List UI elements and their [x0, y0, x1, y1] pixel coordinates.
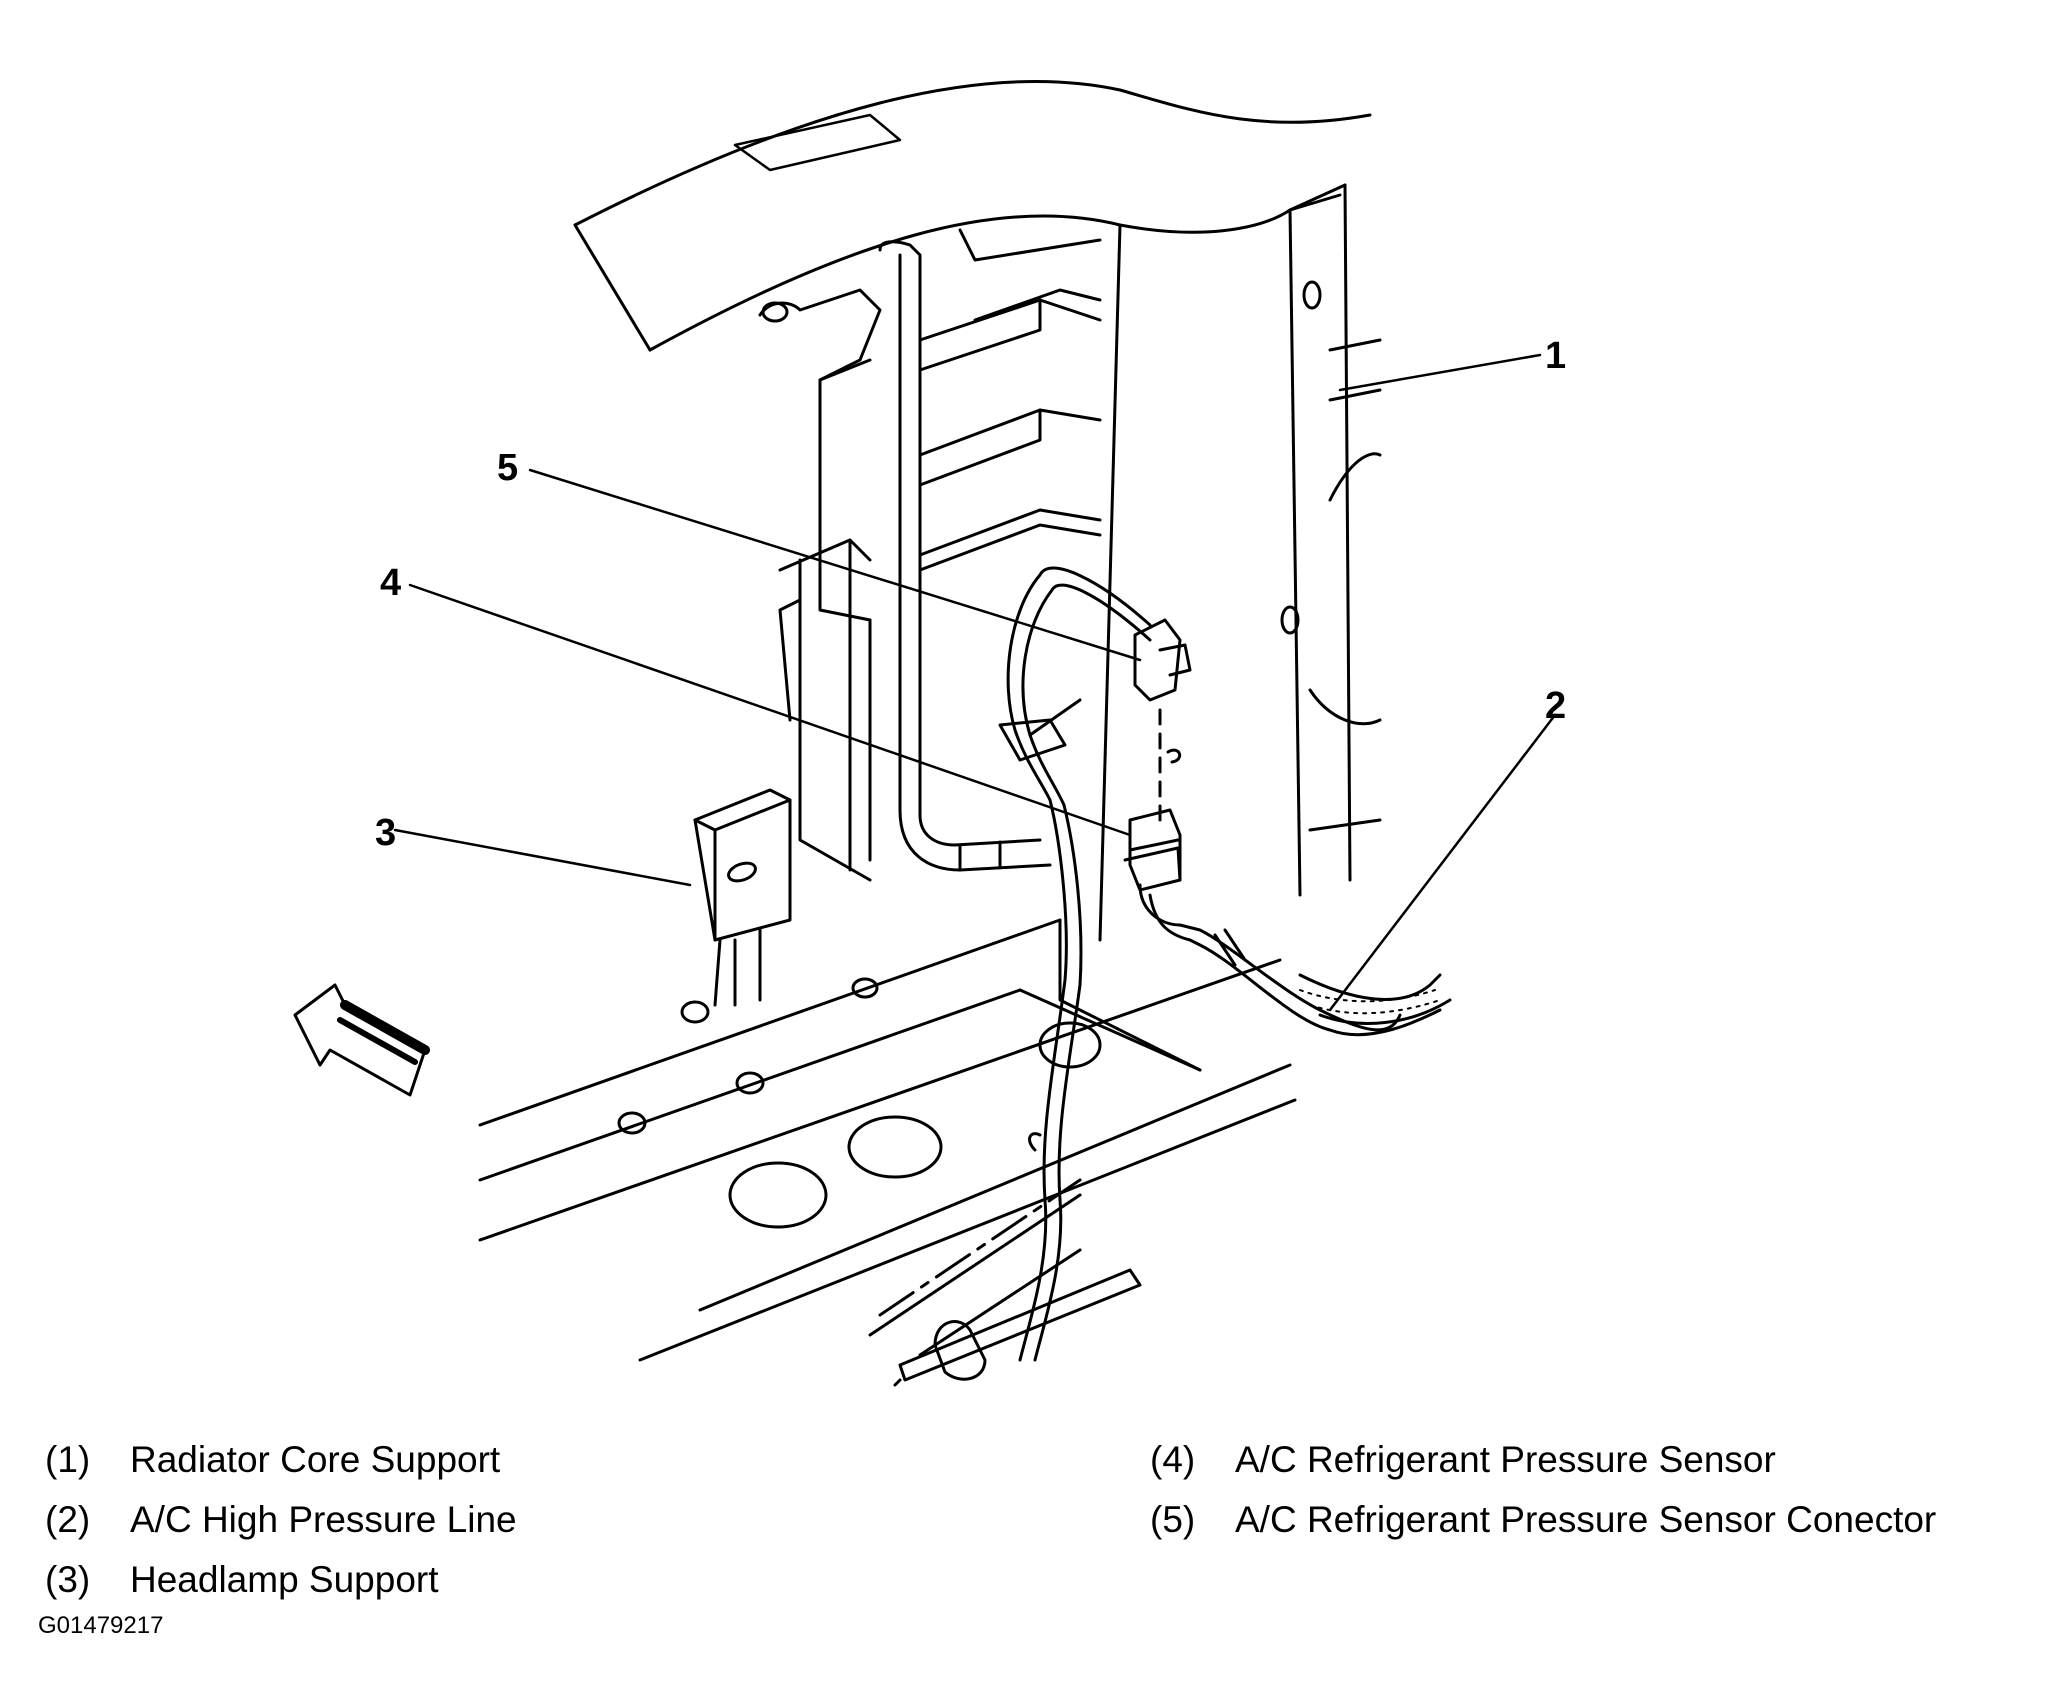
legend-item: (1) Radiator Core Support [45, 1430, 517, 1490]
callout-numbers: 1 2 3 4 5 [375, 335, 1566, 854]
ac-line-vertical [878, 240, 1052, 872]
forward-arrow-icon [293, 983, 430, 1097]
leader-lines [393, 353, 1557, 1012]
high-pressure-line [1138, 883, 1452, 1037]
legend-number: (1) [45, 1439, 91, 1480]
legend-label: A/C Refrigerant Pressure Sensor Conector [1235, 1499, 1937, 1540]
legend-left: (1) Radiator Core Support (2) A/C High P… [45, 1430, 517, 1610]
core-support-top [573, 79, 1372, 352]
wiring-harness [998, 566, 1152, 1362]
legend-item: (4) A/C Refrigerant Pressure Sensor [1150, 1430, 1936, 1490]
sensor-connector [1133, 618, 1192, 832]
harness-retainer [868, 1132, 1142, 1387]
legend-label: A/C High Pressure Line [130, 1499, 517, 1540]
legend-label: Headlamp Support [130, 1559, 439, 1600]
lower-crossmember [478, 918, 1297, 1362]
pressure-sensor [1123, 808, 1182, 892]
legend-label: A/C Refrigerant Pressure Sensor [1235, 1439, 1776, 1480]
callout-4: 4 [380, 562, 401, 604]
callout-1: 1 [1545, 335, 1566, 377]
headlamp-support [693, 788, 792, 1007]
core-support-right-panel [1098, 183, 1382, 942]
legend-item: (3) Headlamp Support [45, 1550, 517, 1610]
legend-number: (3) [45, 1559, 91, 1600]
callout-5: 5 [497, 447, 518, 489]
legend-right: (4) A/C Refrigerant Pressure Sensor (5) … [1150, 1430, 1936, 1550]
callout-3: 3 [375, 812, 396, 854]
legend-item: (2) A/C High Pressure Line [45, 1490, 517, 1550]
legend-item: (5) A/C Refrigerant Pressure Sensor Cone… [1150, 1490, 1936, 1550]
legend-number: (5) [1150, 1499, 1196, 1540]
figure-id: G01479217 [38, 1612, 164, 1639]
legend-number: (2) [45, 1499, 91, 1540]
radiator-shroud [918, 228, 1102, 572]
legend-number: (4) [1150, 1439, 1196, 1480]
left-bracket [758, 288, 882, 882]
legend-label: Radiator Core Support [130, 1439, 501, 1480]
callout-2: 2 [1545, 685, 1566, 727]
